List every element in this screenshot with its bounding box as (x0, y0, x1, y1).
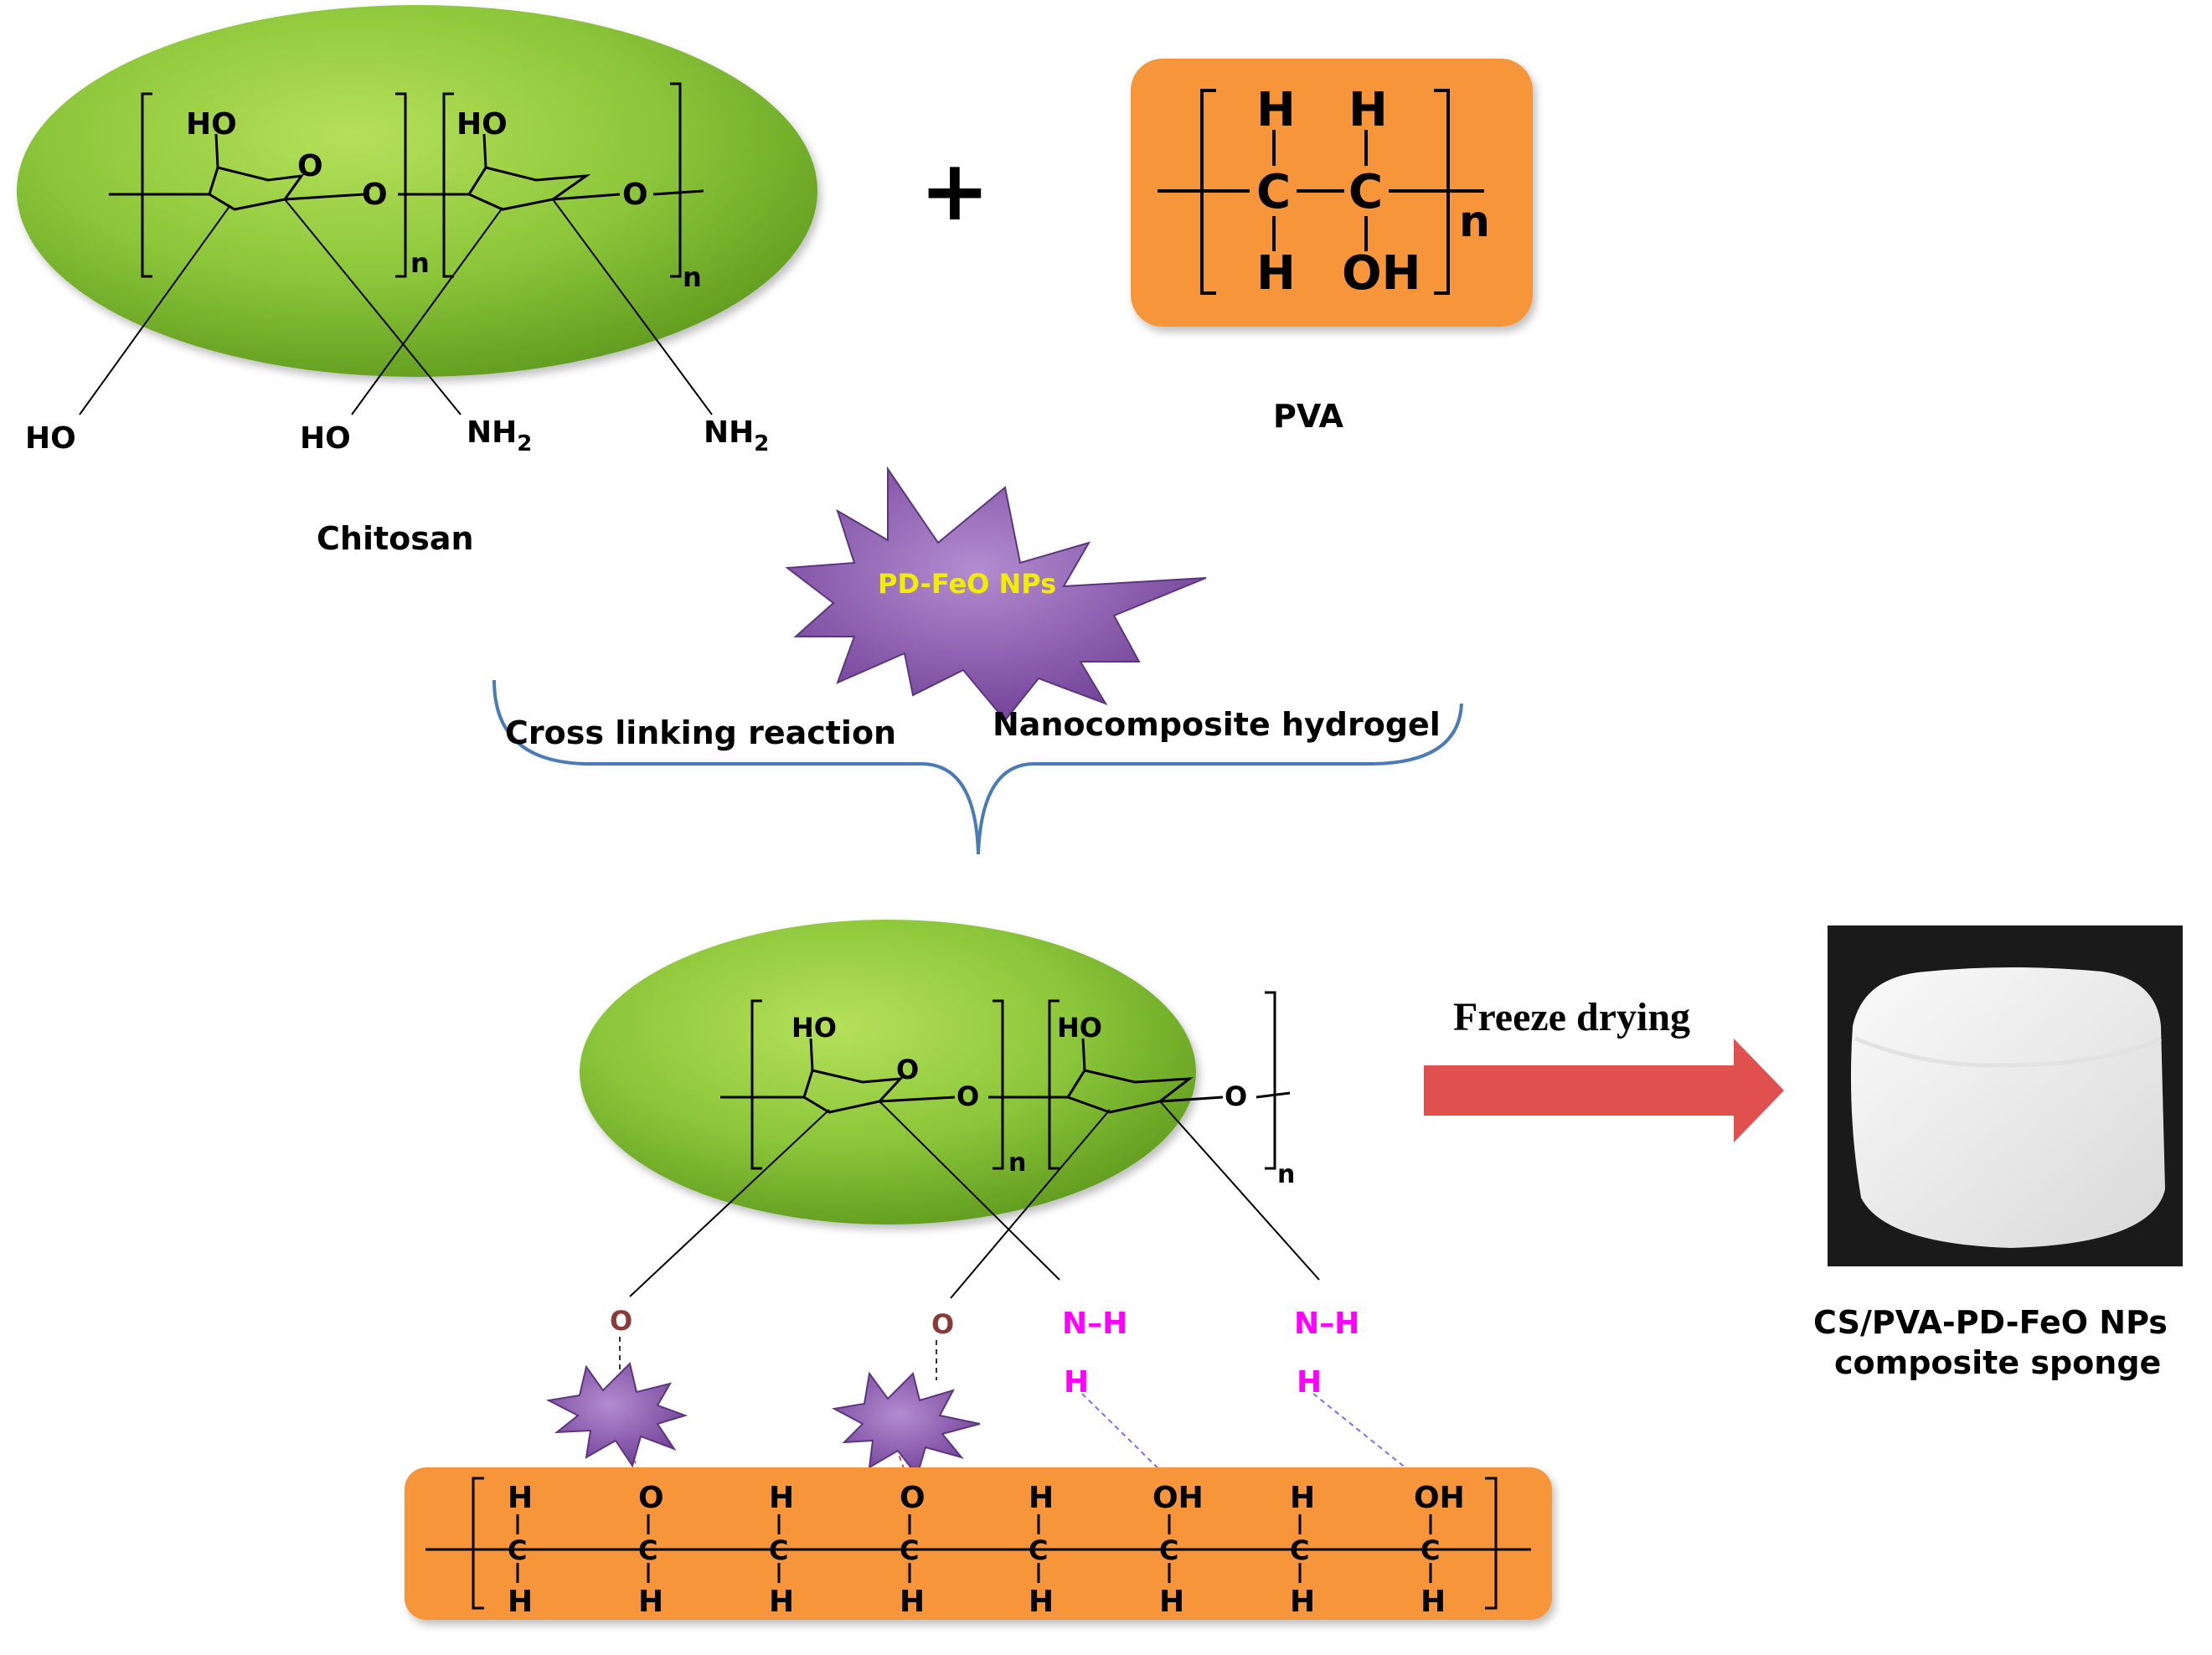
chain-bottom-h: H (508, 1585, 533, 1619)
nh-group: N–H (1062, 1307, 1127, 1341)
link-o-label: O (1225, 1080, 1247, 1112)
sub-nh2-label: NH2 (704, 415, 769, 456)
chain-unit: HCH (1290, 1481, 1315, 1619)
product-line1: CS/PVA-PD-FeO NPs (1813, 1304, 2168, 1341)
chitosan-structure-top: HO O O HO O n n HO HO NH2 NH2 Chitosan (17, 5, 817, 557)
chain-top-atom: H (508, 1481, 533, 1515)
chain-bottom-h: H (638, 1585, 663, 1619)
chain-unit: OCH (900, 1481, 926, 1619)
plus-sign: + (920, 142, 990, 240)
nh-h: H (1064, 1365, 1089, 1400)
nanocomposite-label: Nanocomposite hydrogel (993, 706, 1441, 743)
chain-unit: OCH (638, 1481, 664, 1619)
sub-ho-label: HO (300, 421, 351, 456)
repeat-n-label: n (1277, 1160, 1295, 1189)
repeat-n-label: n (410, 247, 430, 279)
nanoparticle-label: PD-FeO NPs (878, 568, 1056, 600)
pva-c: C (1348, 165, 1383, 219)
nh-group: N–H (1294, 1307, 1359, 1341)
cross-linking-label: Cross linking reaction (505, 714, 896, 751)
pva-h: H (1256, 246, 1296, 301)
pva-chain-box (405, 1467, 1552, 1620)
freeze-drying-label: Freeze drying (1453, 995, 1690, 1039)
chain-unit: HCH (769, 1481, 794, 1619)
repeat-n-label: n (1008, 1148, 1026, 1178)
chain-top-atom: O (638, 1481, 664, 1515)
chain-top-atom: OH (1414, 1481, 1465, 1515)
reaction-brace: Cross linking reaction Nanocomposite hyd… (492, 679, 1463, 855)
chain-bottom-h: H (1421, 1585, 1446, 1619)
chitosan-structure-bottom: HO O O HO O n n (580, 920, 1320, 1299)
chain-carbon: C (900, 1534, 919, 1566)
link-o-label: O (362, 178, 388, 212)
chain-carbon: C (769, 1534, 788, 1566)
chain-carbon: C (1159, 1534, 1178, 1566)
chain-carbon: C (638, 1534, 657, 1566)
chain-bottom-h: H (1029, 1585, 1054, 1619)
chain-carbon: C (1290, 1534, 1309, 1566)
chitosan-name: Chitosan (317, 520, 474, 557)
chain-unit: HCH (508, 1481, 533, 1619)
chain-unit: HCH (1029, 1481, 1054, 1619)
oxygen-bond: O (610, 1305, 632, 1337)
pva-c: C (1256, 165, 1291, 219)
chain-unit: OH CH (1414, 1481, 1465, 1619)
chain-top-atom: H (1029, 1481, 1054, 1515)
chain-carbon: C (508, 1534, 527, 1566)
freeze-drying-arrow: Freeze drying (1424, 995, 1784, 1142)
chain-carbon: C (1421, 1534, 1440, 1566)
chain-top-atom: O (900, 1481, 926, 1515)
repeat-n-label: n (683, 261, 702, 293)
nanoparticle-star: PD-FeO NPs (785, 466, 1207, 722)
chain-unit: OH CH (1152, 1481, 1204, 1619)
sub-ho-label: HO (25, 421, 76, 456)
link-o-label: O (622, 178, 648, 212)
pva-h: H (1348, 83, 1388, 137)
sponge-photo: CS/PVA-PD-FeO NPs composite sponge (1813, 925, 2183, 1381)
chain-top-atom: OH (1152, 1481, 1204, 1515)
chitosan-ellipse (580, 920, 1196, 1224)
ring-o-label: O (896, 1054, 919, 1085)
chain-carbon: C (1029, 1534, 1048, 1566)
nanoparticle-small (831, 1371, 981, 1478)
chain-top-atom: H (769, 1481, 794, 1515)
ring-oh-label: HO (186, 107, 237, 142)
nh-h: H (1297, 1365, 1322, 1400)
product-line2: composite sponge (1834, 1344, 2161, 1381)
ring-oh-label: HO (1057, 1012, 1102, 1044)
pva-oh: OH (1342, 246, 1421, 301)
sub-nh2-label: NH2 (467, 415, 532, 456)
nanoparticle-small (545, 1362, 688, 1468)
link-o-label: O (956, 1080, 979, 1112)
chain-bottom-h: H (1290, 1585, 1315, 1619)
ring-oh-label: HO (456, 107, 508, 142)
pva-structure-top: H H C C H OH n PVA (1131, 59, 1533, 435)
chain-bottom-h: H (900, 1585, 925, 1619)
pva-name: PVA (1273, 398, 1344, 435)
ring-oh-label: HO (791, 1012, 837, 1044)
chain-bottom-h: H (1159, 1585, 1184, 1619)
bond-layer: O O N–H H N–H H (545, 1305, 1425, 1483)
ring-o-label: O (297, 149, 323, 183)
oxygen-bond: O (931, 1308, 954, 1340)
chitosan-ellipse (17, 5, 817, 377)
chain-top-atom: H (1290, 1481, 1315, 1515)
pva-repeat-n: n (1459, 197, 1490, 247)
pva-h: H (1256, 83, 1296, 137)
chain-bottom-h: H (769, 1585, 794, 1619)
